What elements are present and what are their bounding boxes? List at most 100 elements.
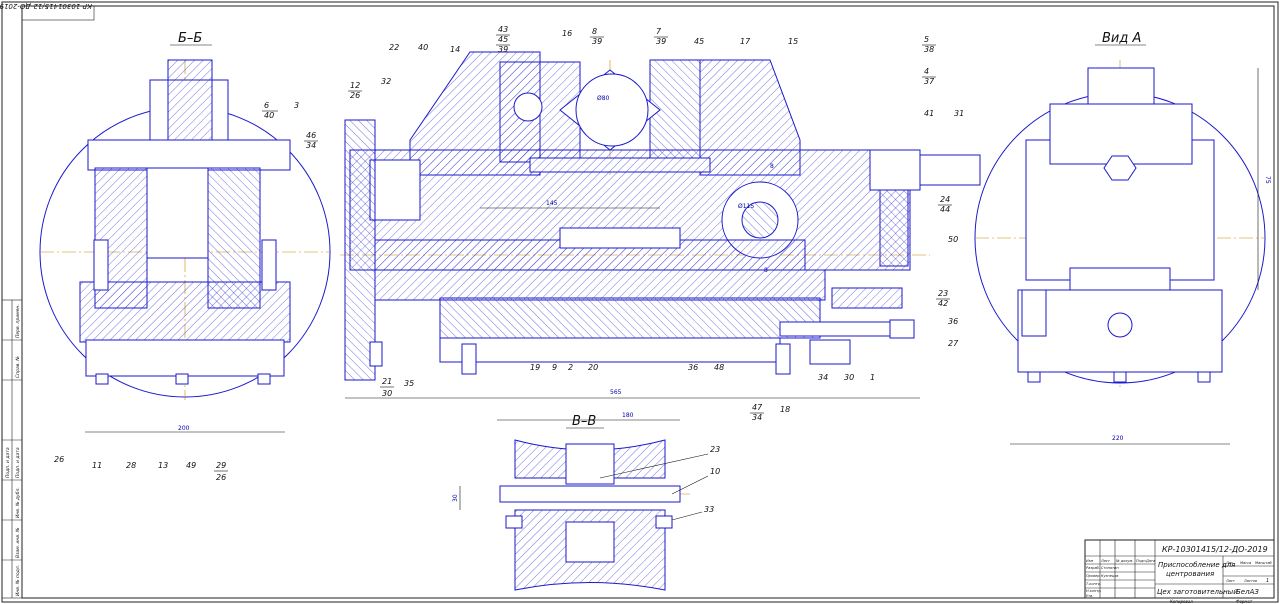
title-block-copied: Копировал — [1170, 599, 1193, 604]
callout: 29 — [216, 461, 226, 470]
callout: 48 — [714, 363, 724, 372]
callout: 26 — [54, 455, 64, 464]
bb-dim-width: 200 — [178, 425, 190, 432]
callout: 24 — [940, 195, 950, 204]
callout: 34 — [306, 141, 316, 150]
callout: 27 — [948, 339, 959, 348]
top-stamp: КР-10301415/12-ДО-2019 — [0, 2, 95, 21]
callout: 21 — [382, 377, 392, 386]
title-block-role-6: Провер. — [1086, 574, 1101, 578]
callout: 33 — [704, 505, 714, 514]
callout: 44 — [940, 205, 950, 214]
callout: 22 — [389, 43, 399, 52]
callout: 18 — [780, 405, 790, 414]
callout: 37 — [924, 77, 935, 86]
callout: 40 — [264, 111, 274, 120]
callout: 14 — [450, 45, 460, 54]
view-a: Вид А 220 75 — [974, 31, 1271, 445]
main-dim-h2: 8 — [764, 267, 768, 274]
title-block-person-1: Кузнецов — [1101, 574, 1118, 578]
title-block-sheets-count: 1 — [1266, 578, 1269, 584]
callout: 45 — [498, 35, 508, 44]
title-block-code: КР-10301415/12-ДО-2019 — [1162, 545, 1268, 554]
title-block-person-0: Стопятин — [1101, 566, 1119, 570]
title-block-role-2: № докум. — [1115, 559, 1133, 563]
callouts-bb: 6 40 3 46 34 26 11 28 13 49 29 26 — [54, 101, 318, 482]
side-strip-5: Подп. и дата — [5, 447, 11, 478]
callout: 3 — [294, 101, 299, 110]
callout: 10 — [710, 467, 720, 476]
section-bb: Б–Б 200 — [39, 31, 331, 433]
callout: 42 — [938, 299, 948, 308]
title-block-col-0: Лит. — [1225, 561, 1234, 565]
callout: 26 — [216, 473, 226, 482]
main-dim-h1: 8 — [770, 163, 774, 170]
title-block-role-4: Дата — [1145, 559, 1155, 563]
title-block-role-8: Н.контр. — [1086, 589, 1102, 593]
main-dim-dia1: Ø80 — [597, 95, 610, 102]
callout: 11 — [92, 461, 102, 470]
callout: 17 — [740, 37, 751, 46]
callout: 19 — [530, 363, 540, 372]
side-strip-6: Инв. № подл. — [15, 565, 21, 596]
callout: 49 — [186, 461, 196, 470]
callout: 38 — [924, 45, 934, 54]
title-block: КР-10301415/12-ДО-2019 Приспособление дл… — [1084, 539, 1275, 604]
callout: 32 — [381, 77, 391, 86]
callout: 20 — [588, 363, 598, 372]
callout: 28 — [126, 461, 136, 470]
title-block-col-2: Масштаб — [1255, 561, 1272, 565]
callout: 4 — [924, 67, 929, 76]
callout: 39 — [592, 37, 602, 46]
side-strip-4: Взам. инв. № — [15, 527, 21, 558]
section-bb-title: Б–Б — [178, 31, 202, 46]
callout: 39 — [656, 37, 666, 46]
callout: 12 — [350, 81, 360, 90]
callout: 41 — [924, 109, 934, 118]
side-strip-0: Перв. примен. — [15, 304, 21, 338]
title-block-name-1: Приспособление для — [1158, 561, 1235, 569]
callout: 1 — [870, 373, 875, 382]
title-block-format: Формат — [1236, 599, 1253, 604]
side-strip-1: Справ. № — [15, 356, 21, 378]
callout: 47 — [752, 403, 763, 412]
title-block-role-0: Изм — [1086, 559, 1093, 563]
callout: 50 — [948, 235, 958, 244]
callout: 6 — [264, 101, 269, 110]
callouts-main-bottom: 19 9 2 20 36 48 34 30 1 21 35 30 47 34 1… — [380, 363, 875, 422]
title-block-role-5: Разраб. — [1086, 566, 1100, 570]
callouts-main-top: 22 40 14 43 45 39 16 8 39 7 39 45 17 15 … — [348, 25, 964, 348]
callout: 23 — [938, 289, 948, 298]
callout: 2 — [568, 363, 573, 372]
callout: 46 — [306, 131, 316, 140]
view-a-dim-width: 220 — [1112, 435, 1124, 442]
section-vv: В–В 180 30 — [452, 412, 690, 591]
title-block-sheet: Лист — [1225, 579, 1236, 583]
side-strip: Перв. примен. Справ. № Подп. и дата Инв.… — [1, 299, 23, 599]
callout: 31 — [954, 109, 964, 118]
callout: 30 — [382, 389, 392, 398]
callout: 34 — [752, 413, 762, 422]
callout: 15 — [788, 37, 798, 46]
title-block-dept: Цех заготовительный — [1157, 588, 1238, 596]
section-vv-title: В–В — [572, 414, 596, 429]
title-block-org: БелАЗ — [1236, 588, 1259, 596]
main-dim-inner: 145 — [546, 200, 558, 207]
callout: 45 — [694, 37, 704, 46]
callout: 9 — [552, 363, 557, 372]
callout: 16 — [562, 29, 572, 38]
vv-dim-height: 30 — [452, 494, 459, 502]
side-strip-3: Инв. № дубл. — [15, 487, 21, 518]
title-block-role-3: Подп. — [1136, 559, 1147, 563]
vv-dim-width: 180 — [622, 412, 634, 419]
callout: 34 — [818, 373, 828, 382]
main-view: 565 145 Ø80 Ø115 8 8 — [340, 51, 981, 399]
top-stamp-code: КР-10301415/12-ДО-2019 — [0, 2, 92, 10]
title-block-role-7: Т.контр. — [1086, 582, 1101, 586]
title-block-name-2: центрования — [1166, 570, 1214, 578]
callouts-vv: 23 10 33 — [599, 445, 720, 521]
callout: 7 — [656, 27, 662, 36]
callout: 30 — [844, 373, 854, 382]
callout: 36 — [948, 317, 958, 326]
